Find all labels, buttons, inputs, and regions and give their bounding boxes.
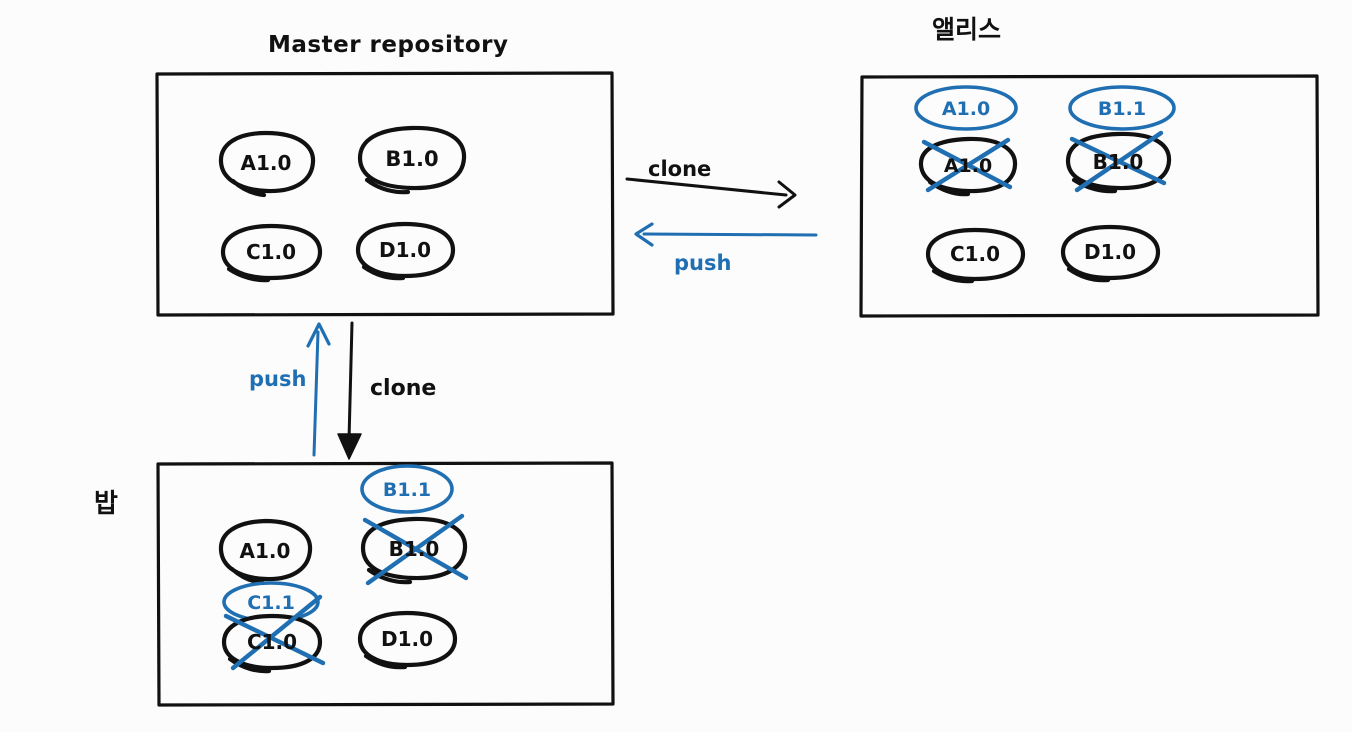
arrow-label-push-horizontal: push (674, 251, 731, 275)
node-label: A1.0 (942, 98, 990, 120)
bob-node-a10 (218, 518, 313, 586)
master-repository-title: Master repository (268, 32, 508, 58)
arrow-push-vertical (306, 322, 331, 457)
strike-through (1074, 130, 1164, 193)
strike-through (223, 613, 326, 666)
master-node-b10 (357, 125, 467, 195)
alice-node-b10-old (1065, 130, 1172, 194)
bob-node-d10 (357, 610, 458, 670)
node-oval-shape (1068, 85, 1176, 131)
bob-repository-frame-group (156, 461, 615, 707)
node-label: A1.0 (944, 155, 992, 177)
strike-through (230, 594, 323, 671)
node-oval-shape (218, 518, 313, 586)
node-label: D1.0 (381, 627, 433, 651)
arrow-clone-vertical (337, 321, 362, 460)
node-label: C1.0 (950, 242, 1000, 266)
node-oval-shape (355, 221, 456, 281)
alice-node-c10 (925, 227, 1026, 284)
bob-node-b10-old (360, 513, 469, 586)
master-node-d10 (355, 221, 456, 281)
master-node-c10 (220, 223, 323, 283)
arrow-shaft (312, 330, 320, 457)
arrow-clone-horizontal (625, 177, 797, 209)
bob-repository-title: 밥 (94, 489, 118, 519)
node-label: B1.1 (1098, 98, 1146, 120)
node-label: B1.1 (383, 479, 431, 501)
node-label: D1.0 (379, 238, 431, 262)
node-oval-shape (357, 610, 458, 670)
master-repository-frame-group (155, 71, 615, 317)
alice-node-a10-new (914, 85, 1018, 131)
arrow-shaft (625, 177, 788, 197)
node-label: B1.0 (385, 147, 438, 171)
master-repository-frame (155, 71, 615, 317)
alice-repository-title: 앨리스 (932, 15, 1001, 44)
alice-node-d10 (1060, 224, 1161, 283)
strike-through (365, 513, 465, 586)
node-label: C1.0 (246, 240, 296, 264)
bob-node-c10-old (221, 594, 326, 674)
strike-through (925, 137, 1011, 193)
arrow-shaft (642, 232, 818, 237)
alice-repository-frame (859, 74, 1320, 318)
node-oval-shape (220, 223, 323, 283)
bob-node-b11-new (360, 464, 454, 514)
node-label: A1.0 (241, 151, 292, 175)
arrow-push-horizontal (634, 222, 818, 247)
alice-repository-frame-group (859, 74, 1320, 318)
node-label: C1.1 (247, 592, 295, 614)
arrow-label-push-vertical: push (249, 367, 306, 391)
arrow-head (634, 222, 654, 247)
node-label: B1.0 (389, 537, 440, 561)
node-label: C1.0 (247, 630, 297, 654)
node-oval-shape (925, 227, 1026, 284)
node-label: B1.0 (1093, 150, 1144, 174)
node-oval-shape (914, 85, 1018, 131)
node-label: A1.0 (240, 539, 291, 563)
bob-repository-frame (156, 461, 615, 707)
arrow-head (306, 322, 331, 348)
arrow-shaft (347, 321, 354, 442)
arrow-label-clone-vertical: clone (370, 376, 436, 401)
node-oval-shape (1060, 224, 1161, 283)
arrow-label-clone-horizontal: clone (648, 157, 711, 181)
node-oval-shape (357, 125, 467, 195)
alice-node-b11-new (1068, 85, 1176, 131)
node-oval-shape (360, 464, 454, 514)
master-node-a10 (218, 130, 316, 198)
node-oval-shape (218, 130, 316, 198)
node-label: D1.0 (1084, 240, 1136, 264)
arrow-head (777, 180, 797, 209)
arrow-head (337, 433, 362, 460)
alice-node-a10-old (918, 136, 1018, 197)
